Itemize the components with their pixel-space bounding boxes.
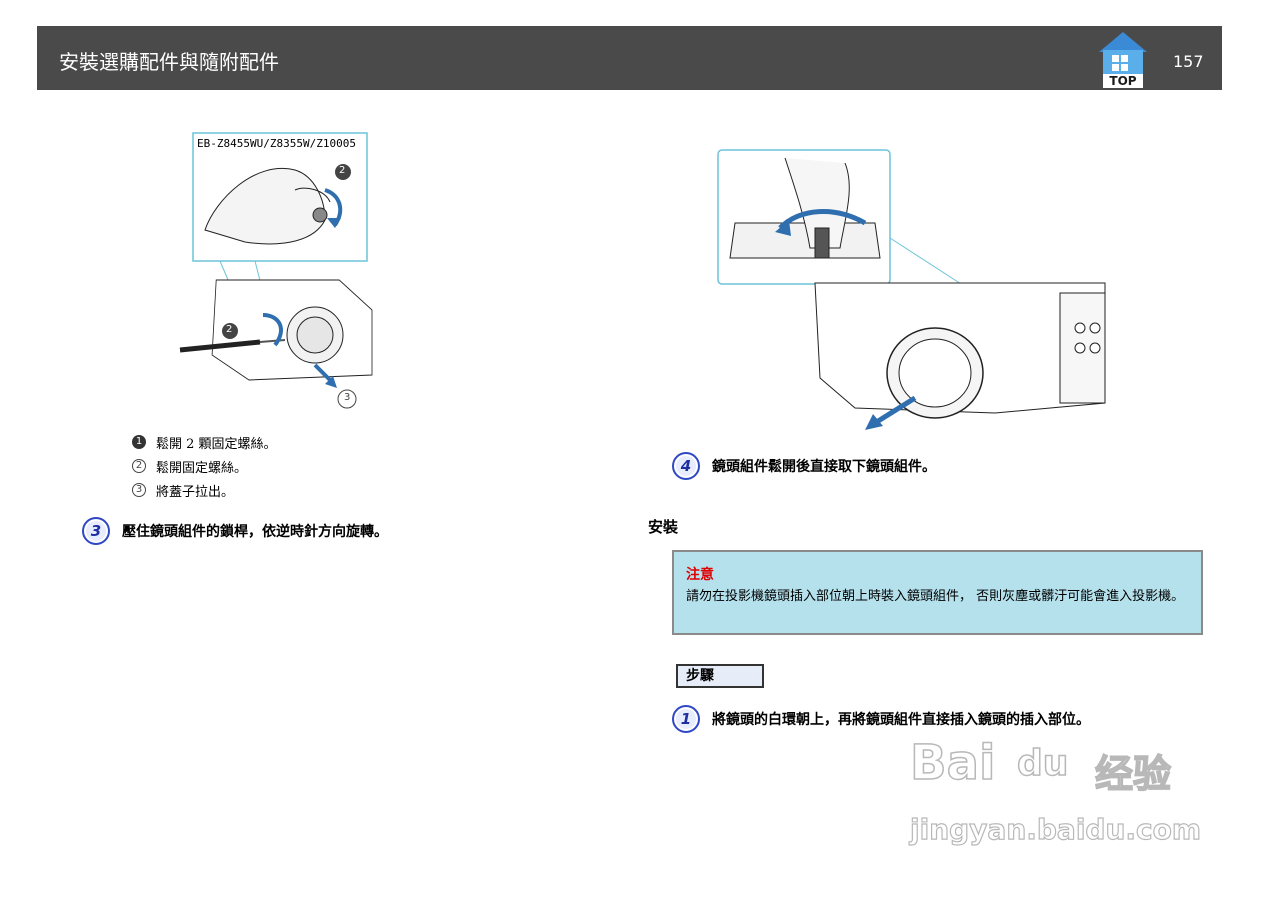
step-1: 1 將鏡頭的白環朝上，再將鏡頭組件直接插入鏡頭的插入部位。 bbox=[672, 705, 1090, 733]
callout-3: 3 bbox=[344, 392, 351, 403]
section-title: 安裝 bbox=[648, 518, 679, 536]
list-item: 3 將蓋子拉出。 bbox=[132, 478, 277, 502]
callout-2a: 2 bbox=[339, 165, 346, 176]
step-text: 將鏡頭的白環朝上，再將鏡頭組件直接插入鏡頭的插入部位。 bbox=[712, 712, 1090, 728]
step-number-badge: 3 bbox=[82, 517, 110, 545]
caution-body: 請勿在投影機鏡頭插入部位朝上時裝入鏡頭組件， 否則灰塵或髒汙可能會進入投影機。 bbox=[686, 589, 1185, 604]
page-header: 安裝選購配件與隨附配件 bbox=[37, 26, 1222, 90]
sub-step-number: 2 bbox=[132, 459, 146, 473]
step-text: 壓住鏡頭組件的鎖桿，依逆時針方向旋轉。 bbox=[122, 524, 388, 540]
list-item: 1 鬆開 2 顆固定螺絲。 bbox=[132, 430, 277, 454]
baidu-watermark: Bai du 经验 jingyan.baidu.com bbox=[905, 734, 1205, 855]
sub-step-list: 1 鬆開 2 顆固定螺絲。 2 鬆開固定螺絲。 3 將蓋子拉出。 bbox=[132, 430, 277, 502]
sub-step-number: 1 bbox=[132, 435, 146, 449]
model-label: EB-Z8455WU/Z8355W/Z10005 bbox=[197, 137, 356, 150]
watermark-text-du: du bbox=[1016, 742, 1069, 785]
caution-title: 注意 bbox=[686, 567, 714, 583]
sub-step-text: 鬆開固定螺絲。 bbox=[156, 460, 248, 476]
sub-step-text: 將蓋子拉出。 bbox=[156, 484, 235, 500]
watermark-url: jingyan.baidu.com bbox=[909, 812, 1202, 846]
page-title: 安裝選購配件與隨附配件 bbox=[59, 50, 279, 74]
home-icon bbox=[1099, 32, 1147, 88]
caution-box: 注意 請勿在投影機鏡頭插入部位朝上時裝入鏡頭組件， 否則灰塵或髒汙可能會進入投影… bbox=[672, 550, 1203, 635]
list-item: 2 鬆開固定螺絲。 bbox=[132, 454, 277, 478]
sub-step-text: 鬆開 2 顆固定螺絲。 bbox=[156, 436, 277, 452]
step-text: 鏡頭組件鬆開後直接取下鏡頭組件。 bbox=[712, 459, 936, 475]
projector-screw-figure: EB-Z8455WU/Z8355W/Z10005 2 2 3 bbox=[175, 130, 375, 415]
sub-step-number: 3 bbox=[132, 483, 146, 497]
watermark-text-jingyan: 经验 bbox=[1094, 751, 1172, 797]
step-number-badge: 1 bbox=[672, 705, 700, 733]
page-number: 157 bbox=[1173, 52, 1204, 71]
watermark-text-bai: Bai bbox=[909, 734, 996, 792]
step-number-badge: 4 bbox=[672, 452, 700, 480]
step-4: 4 鏡頭組件鬆開後直接取下鏡頭組件。 bbox=[672, 452, 936, 480]
step-3: 3 壓住鏡頭組件的鎖桿，依逆時針方向旋轉。 bbox=[82, 517, 388, 545]
lens-removal-figure bbox=[715, 148, 1110, 438]
top-button[interactable]: TOP bbox=[1097, 30, 1149, 88]
callout-2b: 2 bbox=[226, 324, 233, 335]
procedure-label: 步驟 bbox=[676, 664, 764, 688]
top-label: TOP bbox=[1109, 74, 1137, 88]
